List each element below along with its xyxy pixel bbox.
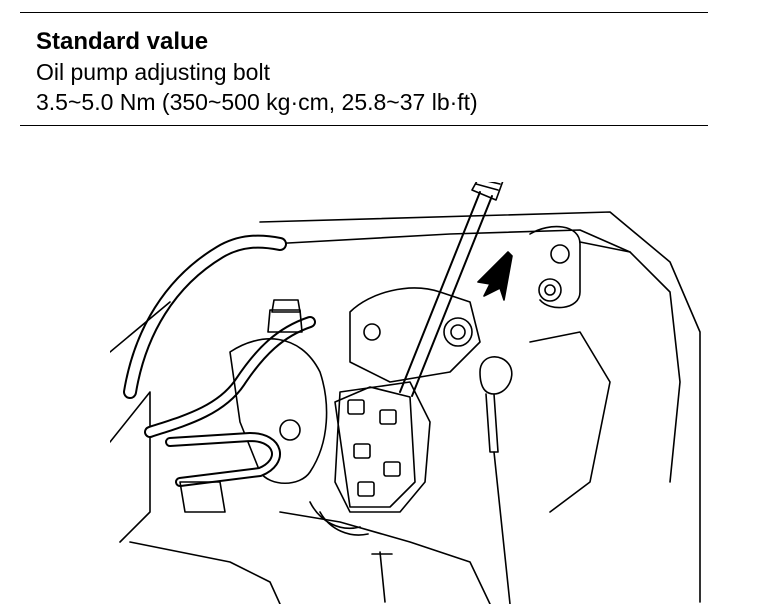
engine-right-bracket [529,225,581,309]
engine-upper-deck [269,229,631,253]
engine-block-outline [259,211,701,603]
lower-hose-inner [167,434,279,485]
adjusting-bolt-arrow [477,251,513,301]
adjusting-tool-rod-edge [411,195,493,397]
right-bracket-hole-lower [538,278,562,302]
dipstick-tube [485,393,499,453]
oil-pump-upper-mount [349,287,481,383]
oil-pump-pivot-bolt [443,317,473,347]
left-bracket-bolt-head [271,299,301,313]
oil-pump-adjustment-diagram [110,182,710,604]
dipstick-tube-lower [493,451,511,604]
left-bracket-hole [279,419,301,441]
oil-pump-lower-stud [371,551,393,603]
left-hose-a-inner [125,236,285,397]
adjusting-tool-grip [471,182,504,201]
oil-pump-pivot-bolt-inner [450,324,466,340]
center-lower-outline [279,511,491,604]
left-bracket-arm [229,338,328,484]
left-hose-b-inner [146,318,314,436]
left-lower-outline [129,541,281,604]
spec-torque-value: 3.5~5.0 Nm (350~500 kg·cm, 25.8~37 lb·ft… [36,89,478,115]
spec-item-name: Oil pump adjusting bolt [36,59,270,85]
oil-pump-upper-bolt [363,323,381,341]
oil-pump-bolts [347,399,401,497]
right-bracket-hole-inner [544,284,556,296]
standard-value-heading: Standard value [36,28,209,55]
engine-illustration-svg [110,182,701,604]
engine-right-panel [579,241,681,483]
left-bracket-bolt [267,309,303,333]
adjusting-tool-rod [399,191,481,393]
oil-pump-plate [334,386,416,508]
dipstick-handle [479,356,513,395]
right-lower-outline [529,331,611,513]
oil-pump-body [334,381,431,513]
left-frame-rail [110,301,171,543]
wire-harness [309,501,369,536]
standard-value-box: Standard value Oil pump adjusting bolt 3… [20,12,708,126]
adjusting-tool-grip-lines [475,182,501,191]
left-hose-b [144,316,316,438]
right-bracket-hole-upper [550,244,570,264]
lower-left-block [179,481,226,513]
